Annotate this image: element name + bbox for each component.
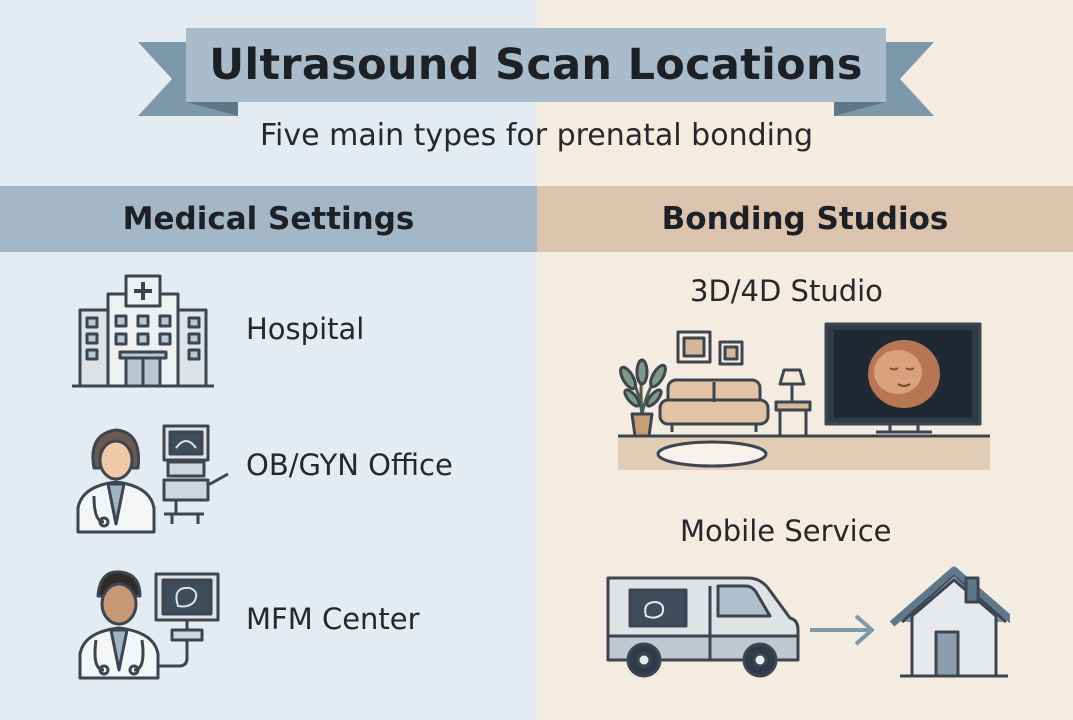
hospital-label: Hospital [246,312,365,346]
specialist-with-ultrasound-icon [78,570,220,680]
doctor-with-ultrasound-icon [76,424,229,534]
studio-label: 3D/4D Studio [690,274,883,308]
bonding-studios-header: Bonding Studios [537,186,1073,252]
van-to-house-icon [606,566,1010,678]
hospital-icon [72,274,214,388]
mobile-service-label: Mobile Service [680,514,892,548]
title-ribbon [138,28,934,116]
page-title: Ultrasound Scan Locations [209,40,863,90]
mfm-center-label: MFM Center [246,602,420,636]
medical-settings-header: Medical Settings [0,186,537,252]
page-subtitle: Five main types for prenatal bonding [259,118,814,153]
obgyn-office-label: OB/GYN Office [246,448,453,482]
studio-room-icon [618,322,990,470]
